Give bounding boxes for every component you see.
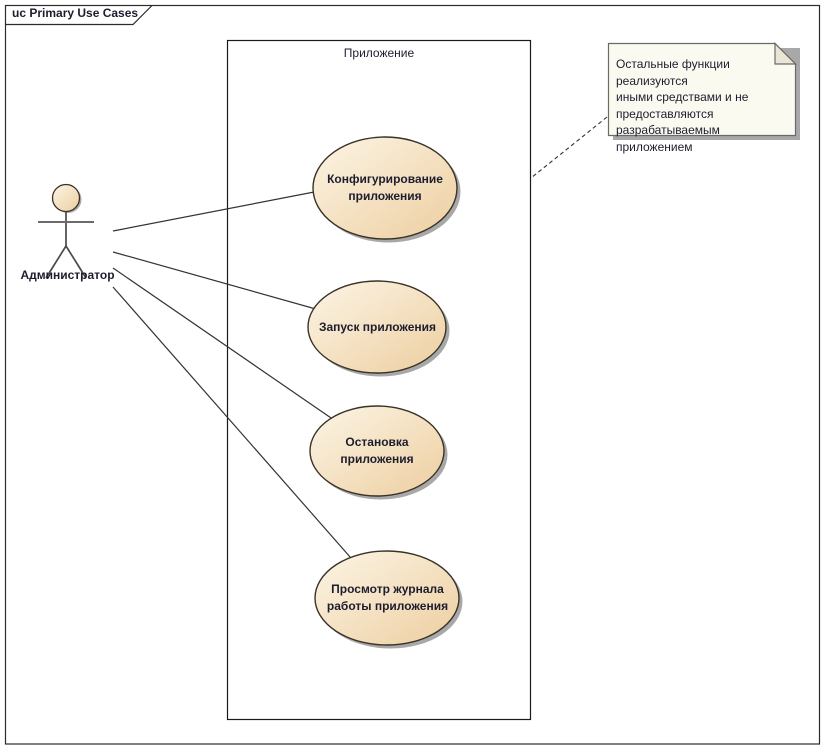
use-case-ellipse <box>307 280 447 374</box>
frame-tab-label: uc Primary Use Cases <box>12 6 139 20</box>
use-case-label-view-log: Просмотр журнала работы приложения <box>326 582 449 613</box>
association-start-app[interactable] <box>112 251 331 314</box>
note-body <box>607 42 797 137</box>
association-configure-app[interactable] <box>112 186 341 232</box>
system-boundary-label: Приложение <box>343 46 415 60</box>
use-case-configure-app[interactable] <box>312 136 461 243</box>
use-case-stop-app[interactable] <box>309 405 448 500</box>
frame-tab <box>5 5 153 26</box>
note[interactable] <box>607 42 801 141</box>
note-fold-corner <box>774 42 797 65</box>
association-stop-app[interactable] <box>112 267 351 432</box>
use-case-label-stop-app: Остановка приложения <box>340 435 414 466</box>
actor-administrator[interactable] <box>38 183 94 279</box>
use-case-label-start-app: Запуск приложения <box>318 319 437 334</box>
use-case-ellipse <box>309 405 445 497</box>
use-case-ellipse <box>314 550 460 646</box>
actor-leg-right <box>65 245 87 279</box>
association-view-log[interactable] <box>112 286 366 575</box>
use-case-label-configure-app: Конфигурирование приложения <box>327 172 443 203</box>
use-case-ellipse <box>312 136 458 240</box>
use-case-view-log[interactable] <box>314 550 463 649</box>
actor-label: Администратор <box>20 268 115 282</box>
actor-leg-left <box>45 245 67 279</box>
use-case-start-app[interactable] <box>307 280 450 377</box>
note-link[interactable] <box>530 116 608 179</box>
note-text: Остальные функции реализуются иными сред… <box>616 57 749 154</box>
actor-head <box>51 183 81 213</box>
